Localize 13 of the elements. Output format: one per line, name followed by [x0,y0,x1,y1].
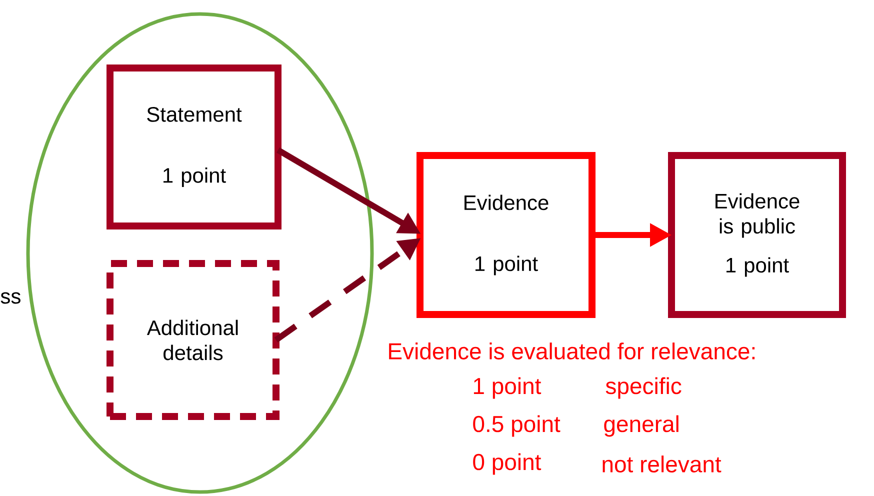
note-text: Evidence is evaluated for relevance: [389,342,755,360]
process-box: Evidence is public 1 point [668,152,846,318]
process-box: Evidence 1 point [416,152,596,318]
score-text: 1 point [474,377,542,399]
score-text: 0 point [473,453,542,475]
dashed-box: Additional details [106,260,280,420]
partial-text: ss [0,292,20,304]
ellipse-outline [26,12,374,494]
score-text: 0.5 point [473,415,560,437]
criterion-text: not relevant [602,456,722,472]
criterion-text: general [604,415,678,437]
process-box: Statement 1 point [106,64,282,230]
criterion-text: specific [606,377,682,399]
